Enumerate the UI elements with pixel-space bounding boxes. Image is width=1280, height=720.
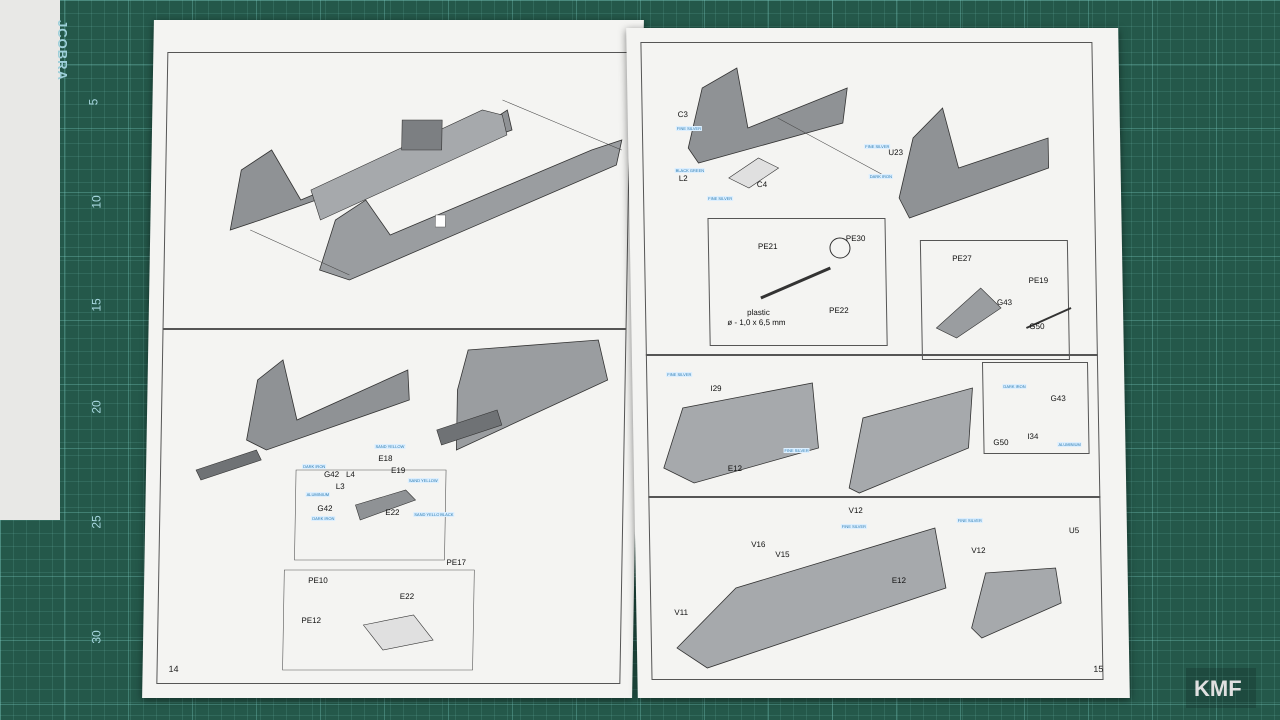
note-dimensions: ø - 1,0 x 6,5 mm bbox=[727, 318, 786, 327]
note-plastic: plastic bbox=[747, 308, 770, 317]
part-label-g50-second: G50 bbox=[993, 438, 1009, 447]
ruler-mark: 25 bbox=[89, 515, 104, 529]
ruler-mark: 5 bbox=[86, 98, 101, 106]
part-label-c4: C4 bbox=[756, 180, 768, 189]
ruler-mark: 30 bbox=[89, 630, 104, 644]
part-label-v12: V12 bbox=[848, 506, 863, 515]
part-label-l3: L3 bbox=[335, 482, 345, 491]
tail-section-illustration bbox=[195, 339, 609, 671]
part-label-e12-canopy: E12 bbox=[891, 576, 907, 585]
part-label-v16: V16 bbox=[751, 540, 766, 549]
kmf-watermark-logo: KMF bbox=[1186, 668, 1256, 708]
part-label-e12: E12 bbox=[727, 464, 743, 473]
step-illustrations bbox=[663, 67, 1072, 669]
paint-tag: DARK IRON bbox=[1002, 384, 1027, 389]
paint-tag: FINE SILVER bbox=[864, 144, 891, 149]
part-label-i34: I34 bbox=[1027, 432, 1039, 441]
part-label-g42: G42 bbox=[323, 470, 340, 479]
paint-tag: FINE SILVER bbox=[675, 126, 703, 131]
part-label-l4: L4 bbox=[345, 470, 355, 479]
part-label-e22: E22 bbox=[385, 508, 400, 517]
paint-tag: FINE SILVER bbox=[956, 518, 983, 523]
part-label-pe27: PE27 bbox=[952, 254, 972, 263]
part-label-e18: E18 bbox=[378, 454, 393, 463]
part-label-pe30: PE30 bbox=[845, 234, 866, 243]
fuselage-assembly-illustration bbox=[229, 99, 623, 281]
part-label-pe21: PE21 bbox=[757, 242, 778, 251]
kmf-logo-text: KMF bbox=[1194, 676, 1242, 701]
part-label-v11: V11 bbox=[674, 608, 689, 617]
paint-tag: DARK IRON bbox=[868, 174, 894, 179]
paint-tag: ALUMINIUM bbox=[1057, 442, 1082, 447]
paint-tag: BLACK bbox=[439, 512, 455, 517]
part-label-e22-detail: E22 bbox=[399, 592, 415, 601]
paint-tag: FINE SILVER bbox=[707, 196, 734, 201]
paint-tag: FINE SILVER bbox=[666, 372, 693, 377]
paint-tag: SAND YELLOW bbox=[407, 478, 439, 483]
part-label-pe12: PE12 bbox=[301, 616, 322, 625]
paint-tag: SAND YELLOW bbox=[374, 444, 406, 449]
paint-tag: DARK IRON bbox=[311, 516, 336, 521]
part-label-v15: V15 bbox=[775, 550, 790, 559]
ruler-mark: 10 bbox=[89, 195, 104, 209]
part-label-u5: U5 bbox=[1068, 526, 1080, 535]
part-label-u23: U23 bbox=[888, 148, 904, 157]
kmf-logo-graphic: KMF bbox=[1186, 668, 1256, 708]
ruler-mark: 15 bbox=[89, 298, 104, 312]
part-label-g50: G50 bbox=[1029, 322, 1045, 331]
instruction-page-right: C3 L2 C4 U23 PE21 PE30 PE22 plastic ø - … bbox=[626, 28, 1130, 698]
ruler-mark: 20 bbox=[89, 400, 104, 414]
part-label-g43-second: G43 bbox=[1050, 394, 1066, 403]
part-label-l2: L2 bbox=[678, 174, 688, 183]
part-label-pe19: PE19 bbox=[1028, 276, 1049, 285]
part-label-pe17: PE17 bbox=[446, 558, 467, 567]
paint-tag: FINE SILVER bbox=[840, 524, 868, 529]
part-label-pe10: PE10 bbox=[308, 576, 328, 585]
part-label-e19: E19 bbox=[390, 466, 406, 475]
page-number: 15 bbox=[1093, 664, 1104, 674]
ruler-brand: JCOBRA bbox=[55, 20, 70, 81]
part-label-c3: C3 bbox=[677, 110, 688, 119]
paint-tag: ALUMINIUM bbox=[305, 492, 331, 497]
part-label-pe22: PE22 bbox=[829, 306, 849, 315]
part-label-v12-second: V12 bbox=[971, 546, 986, 555]
paint-tag: FINE SILVER bbox=[783, 448, 810, 453]
instruction-page-left: E18 E19 G42 L4 L3 G42 E22 PE10 PE12 E22 … bbox=[142, 20, 644, 698]
mat-ruler: 5 10 15 20 25 30 bbox=[40, 0, 103, 720]
part-label-i29: I29 bbox=[710, 384, 722, 393]
page-number: 14 bbox=[168, 664, 179, 674]
white-background-edge bbox=[0, 0, 60, 520]
paint-tag: DARK IRON bbox=[302, 464, 327, 469]
part-label-g43: G43 bbox=[996, 298, 1013, 307]
paint-tag: BLACK GREEN bbox=[674, 168, 706, 173]
part-label-g42-second: G42 bbox=[317, 504, 333, 513]
